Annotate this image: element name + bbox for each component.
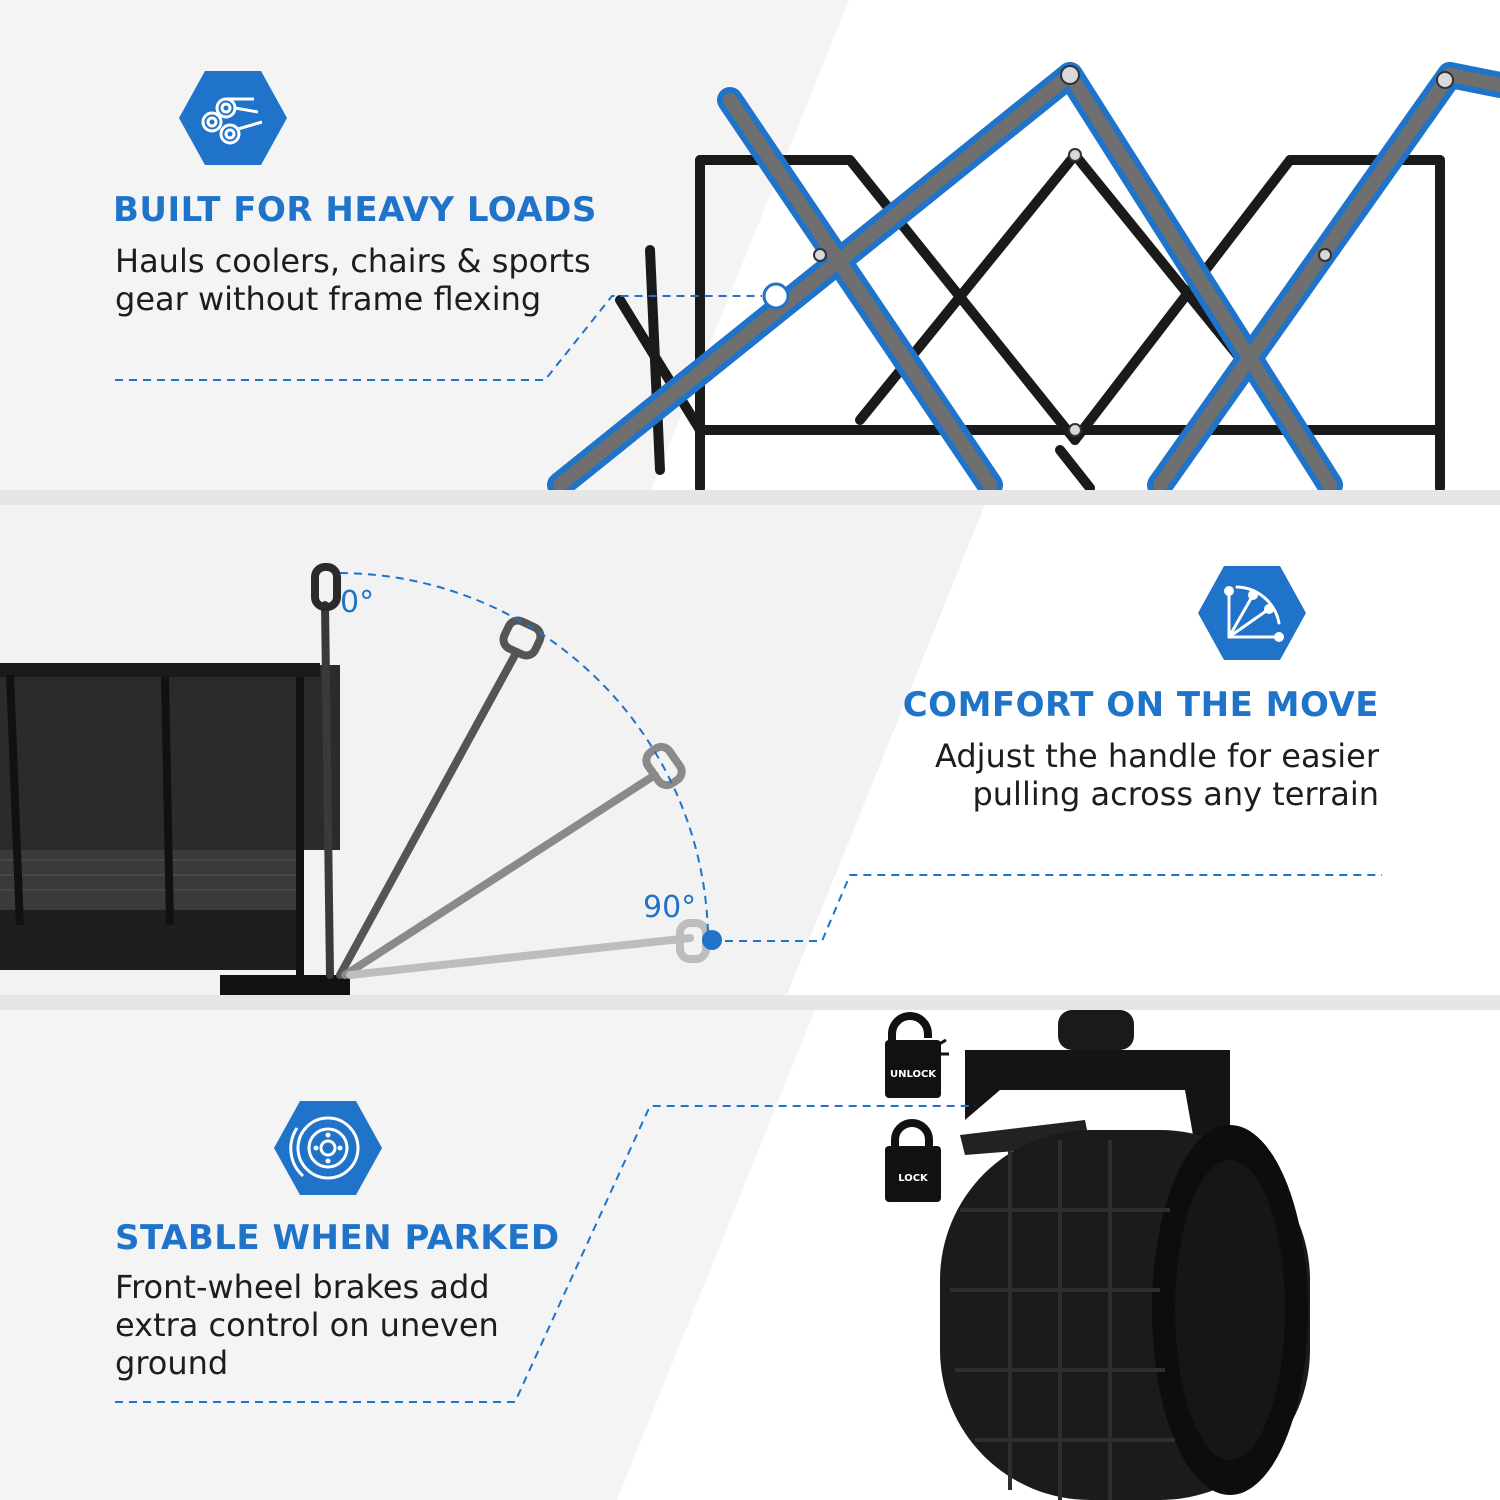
- feature-panel-heavy-loads: BUILT FOR HEAVY LOADS Hauls coolers, cha…: [0, 0, 1500, 490]
- brake-disc-icon: [274, 1101, 382, 1195]
- angle-label-90: 90°: [643, 890, 697, 925]
- adjust-angle-icon: [1198, 566, 1306, 660]
- panel-divider: [0, 995, 1500, 1010]
- pipes-icon: [179, 71, 287, 165]
- feature-description: Hauls coolers, chairs & sports gear with…: [115, 242, 591, 318]
- panel-divider: [0, 490, 1500, 505]
- feature-description: Front-wheel brakes add extra control on …: [115, 1268, 499, 1382]
- frame-illustration: [115, 62, 1500, 490]
- lock-icon: LOCK: [885, 1146, 941, 1202]
- description-line: pulling across any terrain: [972, 775, 1379, 813]
- feature-panel-comfort: 0° 90° COMFORT ON THE MOVE Adjust the ha…: [0, 505, 1500, 995]
- feature-panel-parked: UNLOCK LOCK STABLE WHEN PARKED Front-whe…: [0, 1010, 1500, 1500]
- unlock-icon: UNLOCK: [885, 1040, 941, 1098]
- angle-label-0: 0°: [340, 585, 375, 620]
- description-line: Adjust the handle for easier: [935, 737, 1379, 775]
- feature-description: Adjust the handle for easier pulling acr…: [819, 737, 1379, 813]
- handle-illustration: [0, 563, 1382, 995]
- feature-heading: BUILT FOR HEAVY LOADS: [113, 190, 597, 230]
- feature-heading: COMFORT ON THE MOVE: [902, 685, 1379, 725]
- feature-heading: STABLE WHEN PARKED: [115, 1218, 560, 1258]
- wheel-illustration: [115, 1010, 1310, 1500]
